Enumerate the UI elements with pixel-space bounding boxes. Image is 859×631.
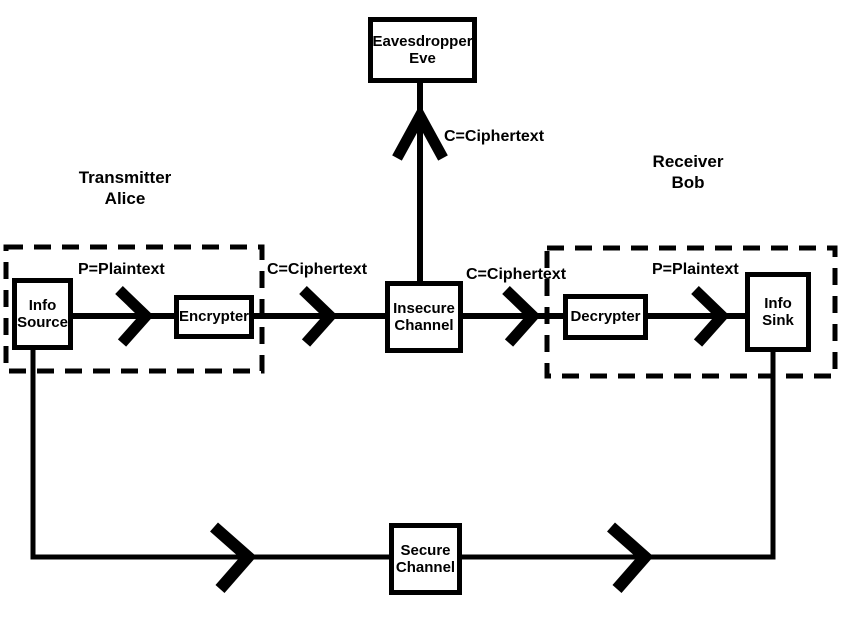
secure-channel-label-line2: Channel xyxy=(395,559,456,576)
ciphertext-left-label: C=Ciphertext xyxy=(267,261,368,278)
decrypter-box: Decrypter xyxy=(563,294,648,340)
secure-channel-box: Secure Channel xyxy=(389,523,462,595)
arrowhead-up-to-eve-icon xyxy=(392,104,448,161)
insecure-channel-label-line1: Insecure xyxy=(393,299,455,317)
insecure-channel-label-line2: Channel xyxy=(394,317,454,334)
info-sink-box: Info Sink xyxy=(745,272,811,352)
eavesdropper-eve-box: Eavesdropper Eve xyxy=(368,17,477,83)
arrowhead-ciphertext-left-icon xyxy=(299,286,338,347)
arrowhead-plaintext-left-icon xyxy=(115,286,154,347)
ciphertext-to-eve-label: C=Ciphertext xyxy=(444,128,545,145)
arrowhead-ciphertext-right-icon xyxy=(502,286,541,347)
eavesdropper-eve-label-line2: Eve xyxy=(409,50,436,67)
info-sink-label-line2: Sink xyxy=(762,312,794,329)
receiver-dashed-box xyxy=(544,245,838,379)
transmitter-alice-title: Transmitter Alice xyxy=(55,167,195,210)
decrypter-label: Decrypter xyxy=(570,308,641,326)
receiver-bob-title: Receiver Bob xyxy=(618,151,758,194)
insecure-channel-box: Insecure Channel xyxy=(385,281,463,353)
info-source-label-line1: Info xyxy=(28,296,57,314)
arrowhead-secure-right-icon xyxy=(607,522,654,593)
encrypter-box: Encrypter xyxy=(174,295,254,339)
eavesdropper-eve-label-line1: Eavesdropper xyxy=(372,32,473,50)
plaintext-left-label: P=Plaintext xyxy=(78,261,165,278)
arrowhead-secure-left-icon xyxy=(210,522,257,593)
plaintext-right-label: P=Plaintext xyxy=(652,261,739,278)
info-source-box: Info Source xyxy=(12,278,73,350)
receiver-title-line2: Bob xyxy=(671,173,705,193)
transmitter-dashed-box xyxy=(3,244,265,374)
encrypter-label: Encrypter xyxy=(178,308,250,326)
info-source-label-line2: Source xyxy=(17,314,68,331)
transmitter-title-line1: Transmitter xyxy=(78,168,172,187)
info-sink-label-line1: Info xyxy=(764,294,792,312)
secure-channel-label-line1: Secure xyxy=(400,541,451,559)
transmitter-title-line2: Alice xyxy=(104,189,146,209)
arrowhead-plaintext-right-icon xyxy=(691,286,730,347)
receiver-title-line1: Receiver xyxy=(652,152,724,171)
ciphertext-right-label: C=Ciphertext xyxy=(466,266,567,283)
